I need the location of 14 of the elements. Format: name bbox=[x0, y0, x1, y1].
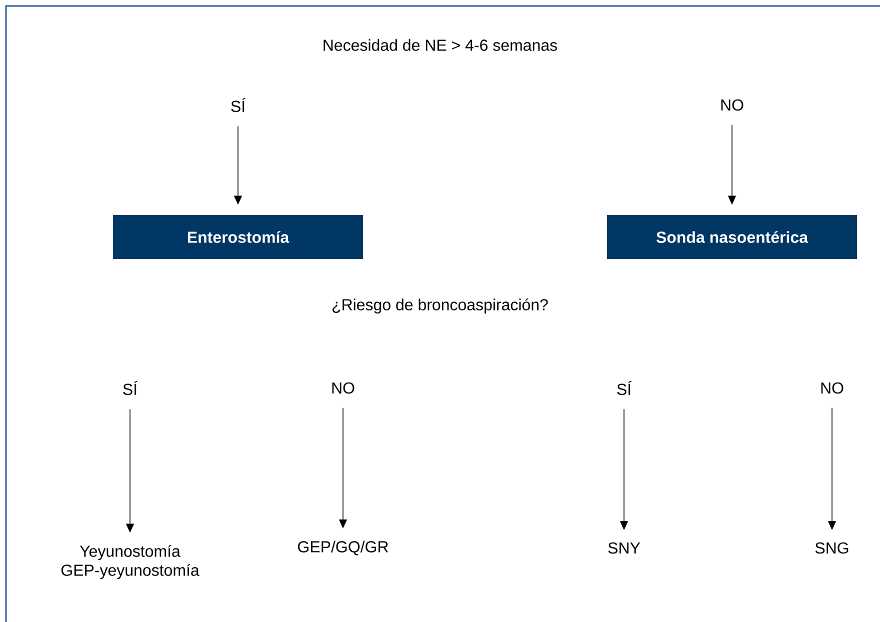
outcome-text: GEP/GQ/GR bbox=[298, 540, 388, 556]
outcome-text: Yeyunostomía GEP-yeyunostomía bbox=[61, 544, 200, 580]
answer-label: NO bbox=[721, 99, 744, 111]
answer-label: SÍ bbox=[231, 98, 246, 112]
question-text: ¿Riesgo de broncoaspiración? bbox=[332, 298, 548, 314]
answer-label: NO bbox=[821, 382, 844, 394]
outcome-text: SNG bbox=[815, 542, 848, 554]
answer-label: NO bbox=[332, 382, 354, 394]
answer-label: SÍ bbox=[617, 380, 632, 396]
process-box: Enterostomía bbox=[113, 215, 363, 259]
answer-label: SÍ bbox=[123, 380, 138, 396]
outcome-text: SNY bbox=[608, 542, 640, 554]
process-box: Sonda nasoentérica bbox=[607, 215, 857, 259]
question-text: Necesidad de NE > 4-6 semanas bbox=[324, 39, 557, 51]
